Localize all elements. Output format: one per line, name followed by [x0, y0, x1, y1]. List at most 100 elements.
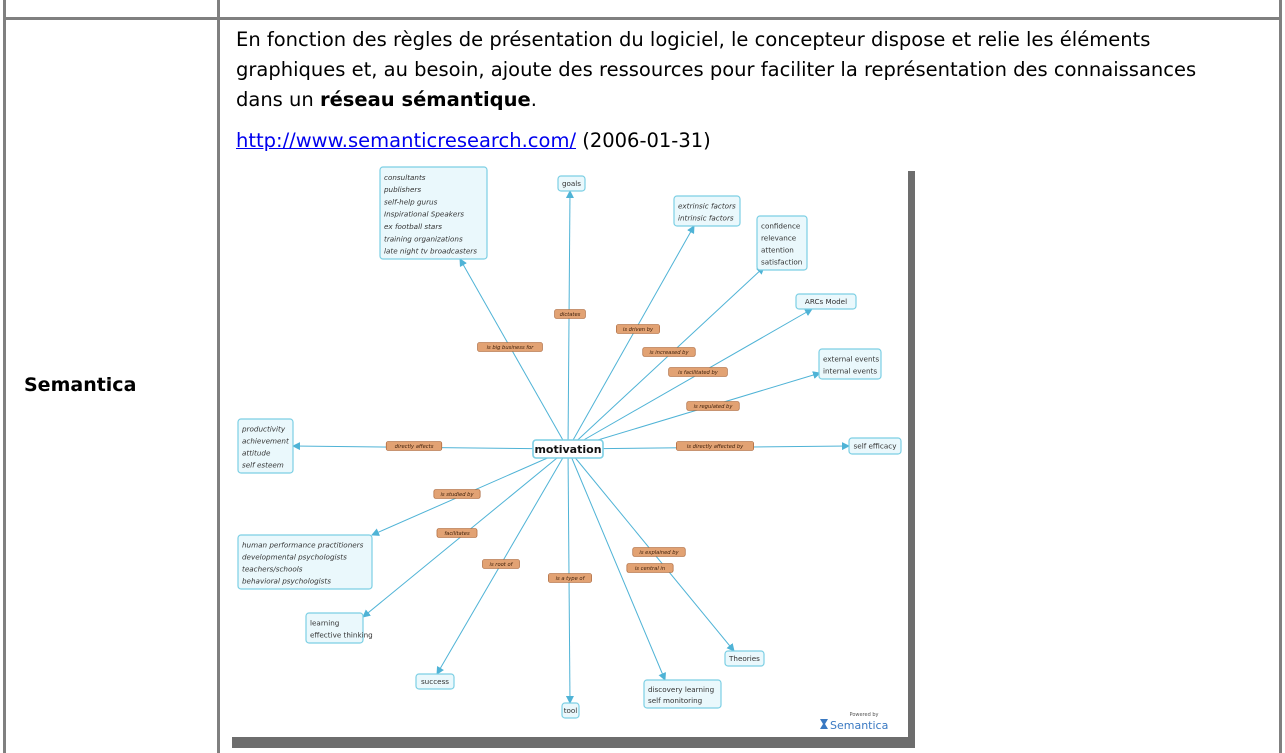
node-item: external events — [823, 355, 879, 364]
concept-map-canvas: is big business for dictates is driven by i… — [224, 163, 908, 737]
edge-discovery — [567, 448, 666, 681]
node-item: Theories — [728, 654, 760, 663]
relation-regulated-by: is regulated by — [686, 401, 740, 411]
center-node-box — [532, 439, 604, 459]
relation-box — [482, 559, 520, 569]
node-item: achievement — [242, 437, 290, 446]
relation-explained-by: is explained by — [632, 547, 686, 557]
node-practitioners[interactable]: human performance practitionersdevelopme… — [237, 534, 373, 590]
node-box — [643, 679, 722, 709]
node-box — [724, 650, 765, 667]
relation-box — [632, 547, 686, 557]
node-item: attitude — [242, 449, 271, 458]
relation-label: is driven by — [623, 327, 654, 333]
relation-box — [676, 441, 754, 451]
node-item: self esteem — [242, 461, 284, 470]
semantica-logo: Powered by Semantica — [820, 712, 888, 732]
relation-label: is directly affected by — [687, 444, 744, 450]
relation-big-business: is big business for — [477, 342, 543, 352]
node-box — [415, 673, 455, 690]
node-item: success — [421, 677, 449, 686]
concept-map: is big business for dictates is driven by i… — [237, 166, 902, 732]
node-item: internal events — [823, 367, 877, 376]
description-before: En fonction des règles de présentation d… — [236, 28, 1197, 111]
description-text: En fonction des règles de présentation d… — [236, 25, 1246, 115]
reference-link[interactable]: http://www.semanticresearch.com/ — [236, 129, 577, 152]
relation-root-of: is root of — [482, 559, 520, 569]
relation-box — [686, 401, 740, 411]
relation-box — [626, 563, 674, 573]
relation-type-of: is a type of — [548, 573, 592, 583]
node-item: self monitoring — [648, 696, 702, 705]
edge-arcs — [567, 308, 813, 450]
node-item: productivity — [241, 425, 286, 434]
node-item: discovery learning — [648, 685, 714, 694]
edge-layer — [292, 190, 850, 704]
description-after: . — [530, 88, 537, 111]
relation-dictates: dictates — [554, 309, 586, 319]
relation-box — [668, 367, 728, 377]
node-item: consultants — [384, 173, 426, 182]
concept-map-figure: is big business for dictates is driven by i… — [224, 163, 915, 748]
relation-label: is studied by — [440, 492, 474, 498]
node-success[interactable]: success — [415, 673, 455, 690]
node-item: late night tv broadcasters — [384, 247, 477, 256]
relation-facilitates: facilitates — [436, 528, 478, 538]
node-self-efficacy[interactable]: self efficacy — [848, 437, 902, 455]
edge-factors — [567, 225, 695, 450]
edge-events — [567, 371, 821, 450]
center-node-label: motivation — [534, 443, 601, 456]
center-node[interactable]: motivation — [532, 439, 604, 459]
node-item: tool — [564, 706, 578, 715]
edge-publishers — [459, 258, 569, 450]
relation-label: is a type of — [556, 576, 586, 582]
relation-label: is regulated by — [694, 404, 734, 410]
node-box — [673, 195, 741, 227]
node-item: intrinsic factors — [678, 214, 734, 223]
node-factors[interactable]: extrinsic factors intrinsic factors — [673, 195, 741, 227]
node-item: self efficacy — [854, 442, 898, 451]
edge-confidence — [567, 266, 765, 450]
node-box — [305, 612, 364, 644]
relation-label: is root of — [490, 562, 514, 568]
node-box — [237, 534, 373, 590]
relation-label: is big business for — [487, 345, 535, 351]
relation-label: facilitates — [444, 531, 470, 537]
node-theories[interactable]: Theories — [724, 650, 765, 667]
node-events[interactable]: external events internal events — [818, 348, 882, 380]
relation-increased-by: is increased by — [642, 347, 696, 357]
node-discovery[interactable]: discovery learning self monitoring — [643, 679, 722, 709]
relation-facilitated-by: is facilitated by — [668, 367, 728, 377]
node-item: Inspirational Speakers — [384, 210, 464, 219]
node-box — [237, 418, 294, 474]
node-box — [756, 215, 808, 271]
relation-label: dictates — [560, 312, 581, 318]
node-box — [379, 166, 488, 260]
node-item: teachers/schools — [242, 565, 303, 574]
node-arcs[interactable]: ARCs Model — [795, 293, 857, 310]
node-item: human performance practitioners — [242, 541, 364, 550]
relation-layer: is big business for dictates is driven by i… — [385, 309, 754, 583]
relation-directly-affects: directly affects — [385, 441, 443, 451]
node-box — [561, 702, 580, 719]
relation-label: is increased by — [649, 350, 689, 356]
node-item: extrinsic factors — [678, 202, 736, 211]
node-tool[interactable]: tool — [561, 702, 580, 719]
node-item: ARCs Model — [805, 297, 847, 306]
node-item: training organizations — [384, 234, 463, 243]
node-goals[interactable]: goals — [557, 175, 586, 192]
node-item: attention — [761, 246, 794, 255]
relation-driven-by: is driven by — [616, 324, 660, 334]
relation-box — [554, 309, 586, 319]
row-separator — [3, 17, 1282, 20]
node-item: publishers — [383, 185, 421, 194]
node-productivity[interactable]: productivity achievement attitude self este… — [237, 418, 294, 474]
node-item: effective thinking — [310, 631, 373, 640]
brand-text: Semantica — [830, 719, 888, 732]
reference-date: (2006-01-31) — [582, 129, 711, 152]
relation-box — [548, 573, 592, 583]
